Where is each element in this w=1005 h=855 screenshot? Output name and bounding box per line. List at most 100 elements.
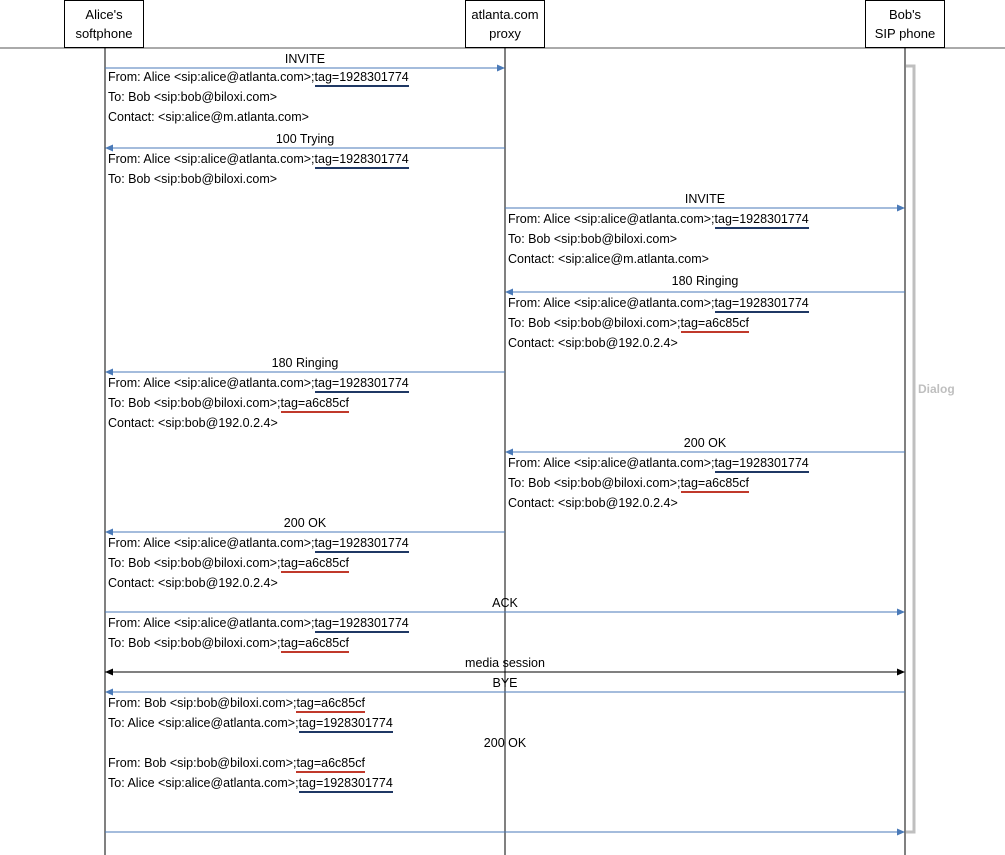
dialog-bracket	[906, 64, 916, 834]
alice-tag: tag=1928301774	[314, 376, 409, 393]
message-arrowhead-8	[897, 668, 905, 676]
sip-header-text: From: Alice <sip:alice@atlanta.com>;	[108, 536, 315, 550]
participant-bob-line2: SIP phone	[874, 26, 936, 41]
alice-tag: tag=1928301774	[314, 616, 409, 633]
participant-proxy-line1: atlanta.com	[471, 7, 539, 22]
message-arrowhead-7	[897, 608, 905, 616]
sip-header-text: From: Bob <sip:bob@biloxi.com>;	[108, 696, 297, 710]
sip-header-line: From: Alice <sip:alice@atlanta.com>;tag=…	[108, 70, 409, 87]
sip-header-text: To: Bob <sip:bob@biloxi.com>	[108, 90, 278, 104]
sip-header-line: To: Bob <sip:bob@biloxi.com>;tag=a6c85cf	[508, 316, 749, 333]
dialog-label: Dialog	[918, 382, 955, 396]
alice-tag: tag=1928301774	[714, 212, 809, 229]
bob-tag: tag=a6c85cf	[680, 316, 749, 333]
participant-atlanta-proxy: atlanta.com proxy	[465, 0, 545, 48]
sip-header-line: To: Bob <sip:bob@biloxi.com>;tag=a6c85cf	[108, 636, 349, 653]
participant-bob-sip-phone: Bob's SIP phone	[865, 0, 945, 48]
message-label: 180 Ringing	[671, 274, 739, 288]
sip-header-line: From: Alice <sip:alice@atlanta.com>;tag=…	[108, 536, 409, 553]
message-arrowhead-6	[105, 528, 113, 536]
sip-header-text: To: Alice <sip:alice@atlanta.com>;	[108, 716, 299, 730]
sip-header-line: To: Bob <sip:bob@biloxi.com>	[108, 90, 277, 104]
bob-tag: tag=a6c85cf	[296, 756, 365, 773]
sip-header-line: To: Bob <sip:bob@biloxi.com>	[108, 172, 277, 186]
sip-header-line: From: Bob <sip:bob@biloxi.com>;tag=a6c85…	[108, 696, 365, 713]
sip-header-line: To: Alice <sip:alice@atlanta.com>;tag=19…	[108, 716, 393, 733]
participant-bob-line1: Bob's	[888, 7, 922, 22]
sip-header-line: From: Bob <sip:bob@biloxi.com>;tag=a6c85…	[108, 756, 365, 773]
message-label: 200 OK	[483, 736, 527, 750]
sip-header-line: From: Alice <sip:alice@atlanta.com>;tag=…	[508, 296, 809, 313]
sip-header-text: Contact: <sip:bob@192.0.2.4>	[108, 416, 278, 430]
sip-header-text: From: Alice <sip:alice@atlanta.com>;	[108, 152, 315, 166]
participant-alice-line2: softphone	[75, 26, 133, 41]
message-label: 100 Trying	[275, 132, 335, 146]
message-arrowhead-3	[505, 288, 513, 296]
message-label: 180 Ringing	[271, 356, 339, 370]
message-label: INVITE	[284, 52, 326, 66]
sip-header-line: Contact: <sip:alice@m.atlanta.com>	[508, 252, 709, 266]
sip-header-line: From: Alice <sip:alice@atlanta.com>;tag=…	[108, 152, 409, 169]
alice-tag: tag=1928301774	[314, 70, 409, 87]
sip-header-text: From: Alice <sip:alice@atlanta.com>;	[508, 456, 715, 470]
participant-alice-softphone: Alice's softphone	[64, 0, 144, 48]
alice-tag: tag=1928301774	[714, 456, 809, 473]
sip-header-text: From: Alice <sip:alice@atlanta.com>;	[508, 212, 715, 226]
sip-header-line: Contact: <sip:bob@192.0.2.4>	[508, 496, 678, 510]
sip-header-line: Contact: <sip:bob@192.0.2.4>	[108, 576, 278, 590]
sip-header-line: From: Alice <sip:alice@atlanta.com>;tag=…	[108, 376, 409, 393]
sip-header-text: From: Bob <sip:bob@biloxi.com>;	[108, 756, 297, 770]
message-label: media session	[465, 656, 545, 670]
sip-header-text: From: Alice <sip:alice@atlanta.com>;	[108, 616, 315, 630]
message-label: 200 OK	[683, 436, 727, 450]
sip-header-text: Contact: <sip:bob@192.0.2.4>	[508, 496, 678, 510]
alice-tag: tag=1928301774	[298, 716, 393, 733]
message-label: INVITE	[684, 192, 726, 206]
sip-header-line: From: Alice <sip:alice@atlanta.com>;tag=…	[508, 456, 809, 473]
bob-tag: tag=a6c85cf	[280, 636, 349, 653]
bob-tag: tag=a6c85cf	[280, 396, 349, 413]
sip-header-line: Contact: <sip:alice@m.atlanta.com>	[108, 110, 309, 124]
alice-tag: tag=1928301774	[314, 152, 409, 169]
participant-alice-line1: Alice's	[85, 7, 123, 22]
sip-header-text: Contact: <sip:bob@192.0.2.4>	[108, 576, 278, 590]
sip-header-text: To: Bob <sip:bob@biloxi.com>;	[508, 476, 681, 490]
alice-tag: tag=1928301774	[298, 776, 393, 793]
sip-header-text: To: Bob <sip:bob@biloxi.com>	[108, 172, 278, 186]
bob-tag: tag=a6c85cf	[680, 476, 749, 493]
alice-tag: tag=1928301774	[314, 536, 409, 553]
message-arrowhead-0	[497, 64, 505, 72]
sip-header-text: From: Alice <sip:alice@atlanta.com>;	[108, 376, 315, 390]
message-arrowhead-5	[505, 448, 513, 456]
sip-header-text: Contact: <sip:alice@m.atlanta.com>	[508, 252, 709, 266]
sip-header-text: To: Bob <sip:bob@biloxi.com>;	[108, 396, 281, 410]
sip-header-text: To: Bob <sip:bob@biloxi.com>;	[508, 316, 681, 330]
message-label: 200 OK	[283, 516, 327, 530]
message-arrowhead-start-8	[105, 668, 113, 676]
sip-header-text: To: Bob <sip:bob@biloxi.com>	[508, 232, 678, 246]
sip-header-line: From: Alice <sip:alice@atlanta.com>;tag=…	[508, 212, 809, 229]
sip-header-line: To: Bob <sip:bob@biloxi.com>;tag=a6c85cf	[108, 556, 349, 573]
sip-header-line: To: Bob <sip:bob@biloxi.com>	[508, 232, 677, 246]
message-arrowhead-1	[105, 144, 113, 152]
sip-header-text: To: Bob <sip:bob@biloxi.com>;	[108, 556, 281, 570]
sip-header-text: To: Alice <sip:alice@atlanta.com>;	[108, 776, 299, 790]
message-label: ACK	[492, 596, 518, 610]
bob-tag: tag=a6c85cf	[280, 556, 349, 573]
participant-proxy-line2: proxy	[489, 26, 521, 41]
sip-header-line: Contact: <sip:bob@192.0.2.4>	[508, 336, 678, 350]
sip-header-text: Contact: <sip:bob@192.0.2.4>	[508, 336, 678, 350]
bob-tag: tag=a6c85cf	[296, 696, 365, 713]
sip-header-line: To: Bob <sip:bob@biloxi.com>;tag=a6c85cf	[108, 396, 349, 413]
sip-header-text: To: Bob <sip:bob@biloxi.com>;	[108, 636, 281, 650]
alice-tag: tag=1928301774	[714, 296, 809, 313]
sip-header-text: Contact: <sip:alice@m.atlanta.com>	[108, 110, 309, 124]
message-arrowhead-4	[105, 368, 113, 376]
sip-header-text: From: Alice <sip:alice@atlanta.com>;	[108, 70, 315, 84]
message-arrowhead-10	[897, 828, 905, 836]
sip-header-line: Contact: <sip:bob@192.0.2.4>	[108, 416, 278, 430]
sip-header-line: From: Alice <sip:alice@atlanta.com>;tag=…	[108, 616, 409, 633]
message-label: BYE	[492, 676, 518, 690]
message-arrowhead-9	[105, 688, 113, 696]
